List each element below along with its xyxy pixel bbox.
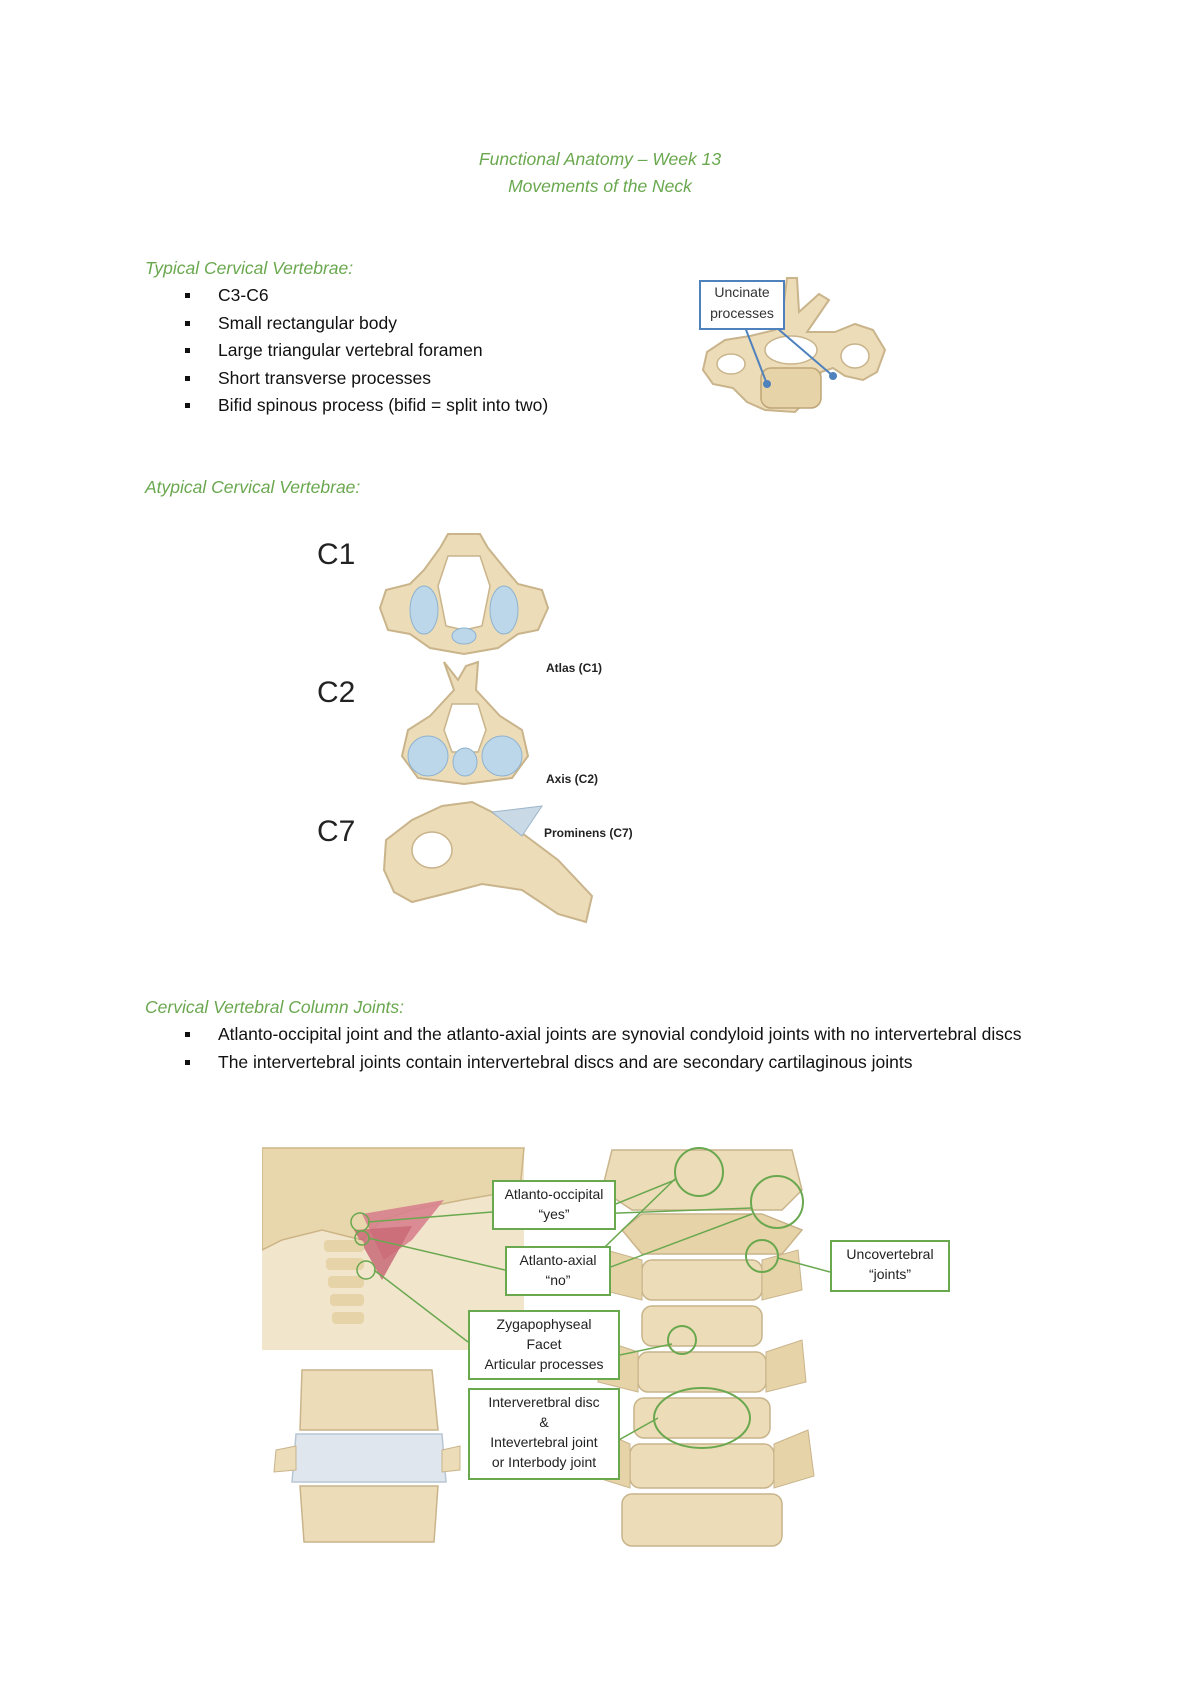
prominens-caption: Prominens (C7) (544, 826, 633, 840)
c7-label: C7 (317, 815, 355, 849)
axis-figure (400, 660, 530, 786)
doc-title-line1: Functional Anatomy – Week 13 (0, 149, 1200, 170)
bullet-icon (185, 1060, 190, 1065)
typical-heading: Typical Cervical Vertebrae: (145, 258, 353, 279)
atypical-heading: Atypical Cervical Vertebrae: (145, 477, 360, 498)
list-item: Small rectangular body (0, 310, 548, 338)
atlas-figure (378, 530, 550, 658)
bullet-icon (185, 403, 190, 408)
joints-list: Atlanto-occipital joint and the atlanto-… (0, 1021, 1200, 1076)
uncovertebral-callout: Uncovertebral “joints” (830, 1240, 950, 1292)
atlas-caption: Atlas (C1) (546, 661, 602, 675)
list-item: Atlanto-occipital joint and the atlanto-… (0, 1021, 1200, 1049)
bullet-icon (185, 321, 190, 326)
intervertebral-callout: Interveretbral disc & Intevertebral join… (468, 1388, 620, 1480)
list-item: Large triangular vertebral foramen (0, 337, 548, 365)
cervical-joints-figure: Atlanto-occipital “yes” Atlanto-axial “n… (262, 1130, 950, 1570)
list-item: Short transverse processes (0, 365, 548, 393)
axis-caption: Axis (C2) (546, 772, 598, 786)
bullet-icon (185, 1032, 190, 1037)
joints-heading: Cervical Vertebral Column Joints: (145, 997, 404, 1018)
atlanto-axial-callout: Atlanto-axial “no” (505, 1246, 611, 1296)
typical-vertebra-figure: Uncinate processes (695, 272, 895, 420)
zygapophyseal-callout: Zygapophyseal Facet Articular processes (468, 1310, 620, 1380)
bullet-icon (185, 376, 190, 381)
list-item: C3-C6 (0, 282, 548, 310)
atlanto-occipital-callout: Atlanto-occipital “yes” (492, 1180, 616, 1230)
c1-label: C1 (317, 538, 355, 572)
doc-title-line2: Movements of the Neck (0, 176, 1200, 197)
bullet-icon (185, 348, 190, 353)
uncinate-callout: Uncinate processes (699, 280, 785, 330)
c2-label: C2 (317, 676, 355, 710)
prominens-figure (382, 800, 602, 930)
list-item: Bifid spinous process (bifid = split int… (0, 392, 548, 420)
list-item: The intervertebral joints contain interv… (0, 1049, 1200, 1077)
typical-list: C3-C6 Small rectangular body Large trian… (0, 282, 548, 420)
bullet-icon (185, 293, 190, 298)
